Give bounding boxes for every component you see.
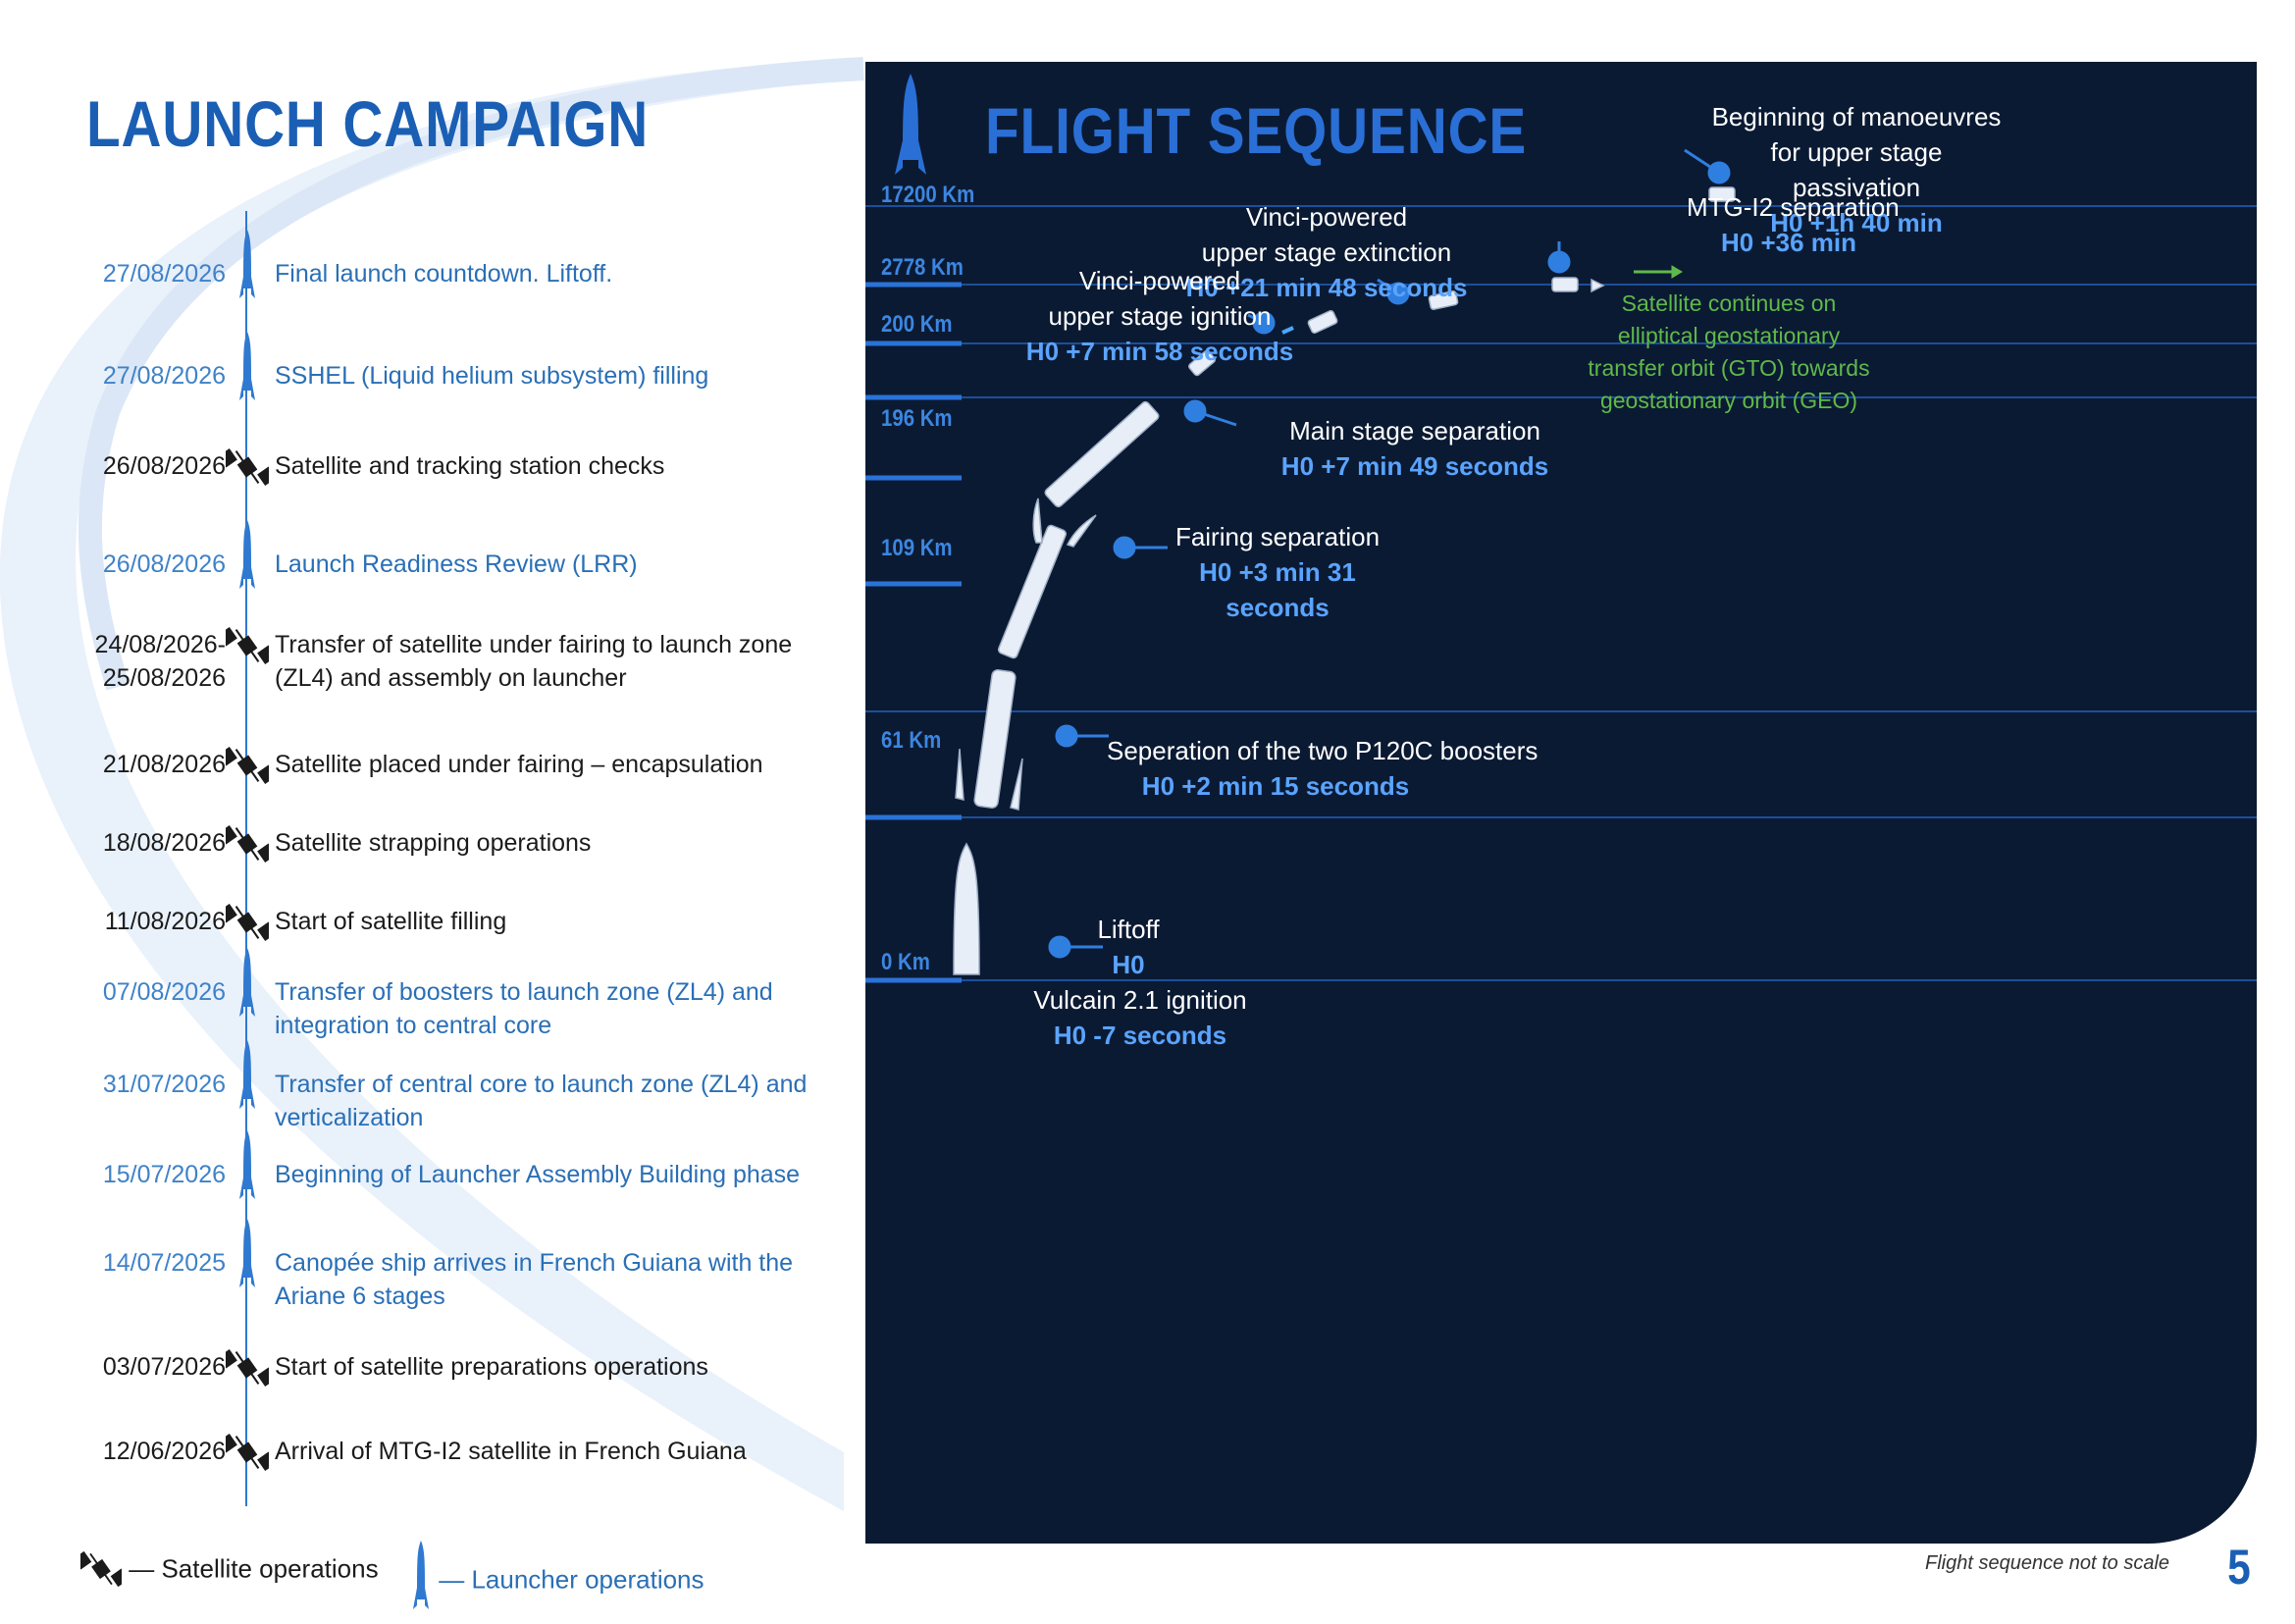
satellite-icon <box>218 1423 277 1482</box>
rocket-icon <box>226 332 269 406</box>
liftoff-rocket-icon <box>953 842 980 975</box>
timeline-event-text: Start of satellite filling <box>275 908 507 935</box>
legend-satellite: — Satellite operations <box>73 1541 379 1598</box>
altitude-17200: 17200 Km <box>881 182 975 208</box>
satellite-icon <box>218 1338 277 1397</box>
passivation-stage-icon <box>1708 186 1736 202</box>
event-passivation: Beginning of manoeuvres for upper stage … <box>1711 102 2002 237</box>
event-orbit: Satellite continues on elliptical geosta… <box>1588 290 1870 413</box>
satellite-sep-icon <box>1591 278 1605 293</box>
timeline-event-date: 18/08/2026 <box>102 829 226 857</box>
timeline-event-text: Start of satellite preparations operatio… <box>275 1353 708 1381</box>
timeline-event-date: 11/08/2026 <box>104 908 226 935</box>
legend-satellite-label: — Satellite operations <box>129 1553 379 1584</box>
altitude-2778: 2778 Km <box>881 254 964 281</box>
main-stage-icon <box>1044 400 1160 508</box>
upper-stage-icon <box>1188 349 1216 377</box>
timeline-event-date: 15/07/2026 <box>102 1161 226 1188</box>
rocket-icon <box>226 1040 269 1115</box>
fairing-sep-rocket-icon <box>997 524 1068 659</box>
satellite-icon <box>218 893 277 952</box>
legend-launcher: — Launcher operations <box>410 1541 704 1619</box>
footnote: Flight sequence not to scale <box>1925 1552 2170 1574</box>
extinction-stage-icon <box>1428 290 1459 310</box>
timeline-event-date: 03/07/2026 <box>102 1353 226 1381</box>
timeline-event-text: Satellite placed under fairing – encapsu… <box>275 751 763 778</box>
rocket-icon <box>226 1130 269 1205</box>
orbit-arrow-icon <box>1634 265 1683 279</box>
altitude-0: 0 Km <box>881 949 930 975</box>
flight-sequence-graphic <box>865 74 2257 983</box>
event-separation: MTG-I2 separation H0 +36 min <box>1687 192 1900 257</box>
event-extinction: Vinci-powered upper stage extinction H0 … <box>1185 202 1468 302</box>
event-vulcain-ignition: Vulcain 2.1 ignition H0 -7 seconds <box>1033 985 1247 1050</box>
timeline-event-text: Launch Readiness Review (LRR) <box>275 550 638 578</box>
satellite-icon <box>73 1550 130 1588</box>
timeline-event-date: 14/07/2025 <box>102 1249 226 1277</box>
legend-launcher-label: — Launcher operations <box>439 1564 704 1595</box>
timeline-event-text: SSHEL (Liquid helium subsystem) filling <box>275 362 709 390</box>
rocket-icon <box>413 1541 429 1609</box>
rocket-icon <box>226 230 269 304</box>
timeline-event-date: 27/08/2026 <box>102 260 226 288</box>
event-fairing-separation: Fairing separation H0 +3 min 31 seconds <box>1174 522 1381 622</box>
fairing-half-icon <box>1066 514 1097 548</box>
timeline-event-date: 27/08/2026 <box>102 362 226 390</box>
satellite-icon <box>218 616 277 675</box>
altitude-200: 200 Km <box>881 311 953 338</box>
flight-sequence-panel: FLIGHT SEQUENCE 17200 Km 2778 Km 200 Km … <box>865 62 2257 1544</box>
satellite-icon <box>218 438 277 497</box>
separated-stage-icon <box>1551 277 1579 292</box>
timeline-event-date: 07/08/2026 <box>102 978 226 1006</box>
title-rocket-icon <box>895 74 926 175</box>
timeline-event-text: Transfer of central core to launch zone … <box>275 1071 808 1131</box>
timeline-event-date: 12/06/2026 <box>102 1438 226 1465</box>
altitude-196: 196 Km <box>881 405 953 432</box>
ignition-stage-icon <box>1307 309 1338 335</box>
altitude-61: 61 Km <box>881 727 942 754</box>
timeline-event-text: Satellite and tracking station checks <box>275 452 665 480</box>
booster-icon <box>955 748 965 801</box>
timeline-event-text: Satellite strapping operations <box>275 829 592 857</box>
timeline-event-date: 24/08/2026- 25/08/2026 <box>94 631 226 692</box>
timeline-event-text: Transfer of boosters to launch zone (ZL4… <box>275 978 773 1039</box>
timeline-event-text: Final launch countdown. Liftoff. <box>275 260 613 288</box>
satellite-icon <box>218 814 277 873</box>
timeline-event-text: Canopée ship arrives in French Guiana wi… <box>275 1249 794 1310</box>
timeline-event-text: Transfer of satellite under fairing to l… <box>275 631 793 692</box>
timeline-event-date: 26/08/2026 <box>102 452 226 480</box>
event-main-separation: Main stage separation H0 +7 min 49 secon… <box>1280 416 1549 481</box>
altitude-109: 109 Km <box>881 535 953 561</box>
timeline-event-date: 31/07/2026 <box>102 1071 226 1098</box>
page-number: 5 <box>2227 1540 2251 1595</box>
timeline-event-text: Beginning of Launcher Assembly Building … <box>275 1161 801 1188</box>
rocket-icon <box>226 1219 269 1293</box>
satellite-icon <box>218 736 277 795</box>
timeline-event-text: Arrival of MTG-I2 satellite in French Gu… <box>275 1438 747 1465</box>
booster-sep-rocket-icon <box>973 669 1017 809</box>
launch-campaign-title: LAUNCH CAMPAIGN <box>86 87 650 160</box>
event-booster-separation: Seperation of the two P120C boosters H0 … <box>1107 736 1539 801</box>
fairing-half-icon <box>1032 498 1043 544</box>
timeline-line <box>245 211 247 1506</box>
rocket-icon <box>226 948 269 1022</box>
rocket-icon <box>226 520 269 595</box>
event-ignition: Vinci-powered upper stage ignition H0 +7… <box>1025 266 1294 366</box>
booster-icon <box>1010 758 1023 811</box>
timeline-event-date: 21/08/2026 <box>102 751 226 778</box>
flight-sequence-title: FLIGHT SEQUENCE <box>985 94 1528 167</box>
timeline-event-date: 26/08/2026 <box>102 550 226 578</box>
event-liftoff: Liftoff H0 <box>1097 915 1160 979</box>
